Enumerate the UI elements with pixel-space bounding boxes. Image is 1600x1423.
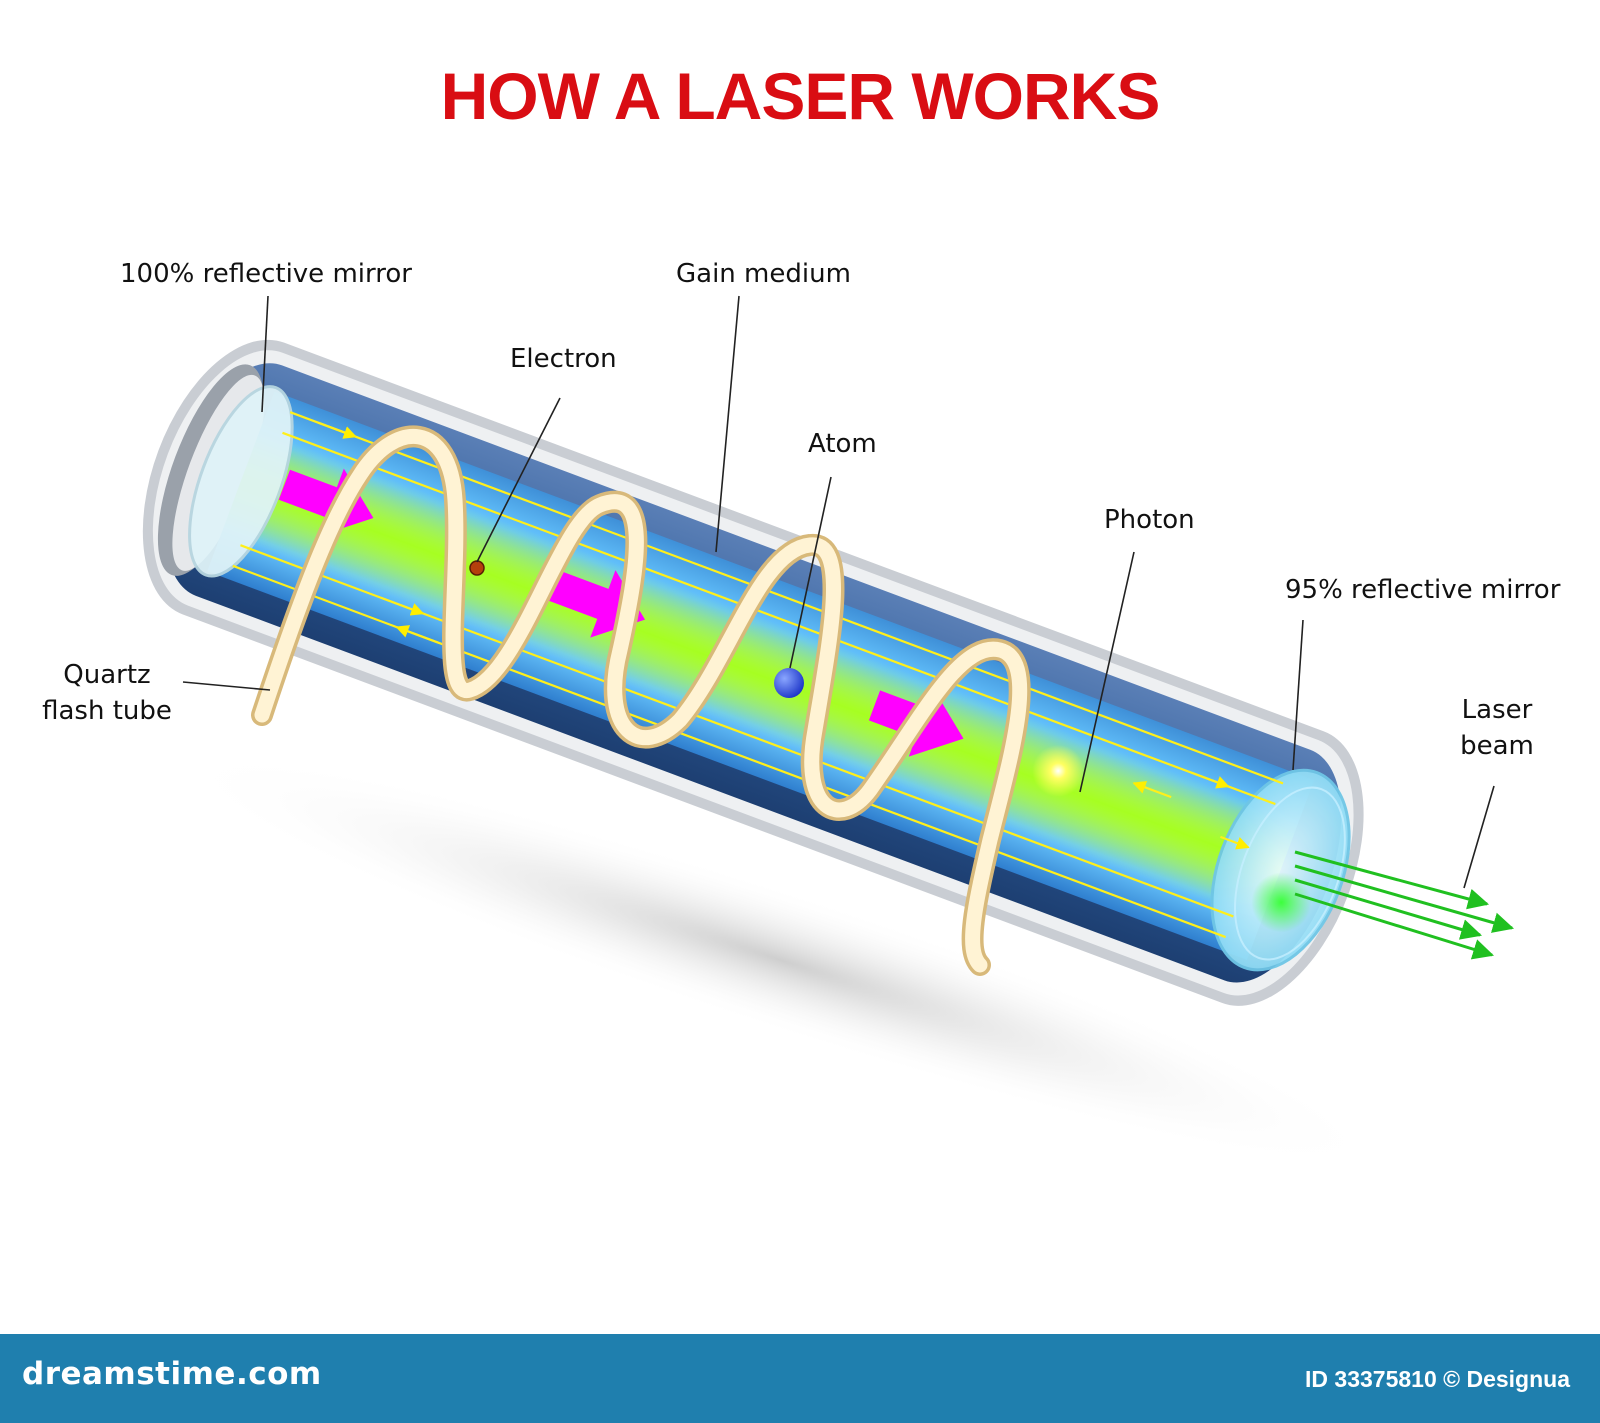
footer-brand[interactable]: dreamstime.com [22, 1356, 322, 1392]
atom-particle [774, 668, 804, 698]
label-gain-medium: Gain medium [676, 259, 851, 289]
leader-lines [182, 295, 1495, 889]
footer-bar: dreamstime.com ID 33375810 © Designua [0, 1334, 1600, 1423]
label-quartz-line2: flash tube [42, 696, 172, 727]
quartz-flash-tube [251, 425, 1031, 976]
electron-particle [469, 560, 485, 576]
mirror-100 [188, 385, 294, 578]
label-laser-beam: Laser beam [1452, 692, 1542, 765]
label-quartz-flash-tube: Quartz flash tube [40, 657, 174, 730]
label-photon: Photon [1104, 505, 1195, 535]
footer-credit: ID 33375810 © Designua [1305, 1366, 1570, 1392]
tube-shadow [170, 751, 1390, 1169]
diagram-title: HOW A LASER WORKS [440, 59, 1161, 133]
label-100-reflective-mirror: 100% reflective mirror [120, 259, 412, 289]
label-95-reflective-mirror: 95% reflective mirror [1285, 575, 1561, 605]
gain-core [221, 429, 1300, 922]
laser-diagram [142, 295, 1515, 1169]
label-electron: Electron [510, 344, 617, 374]
photon-glow [1032, 744, 1085, 797]
label-quartz-line1: Quartz [63, 660, 151, 690]
label-laser-line1: Laser [1461, 695, 1533, 725]
beam-glow [1251, 872, 1312, 933]
laser-beam [1294, 850, 1515, 960]
label-laser-line2: beam [1460, 731, 1534, 762]
label-atom: Atom [808, 429, 877, 459]
